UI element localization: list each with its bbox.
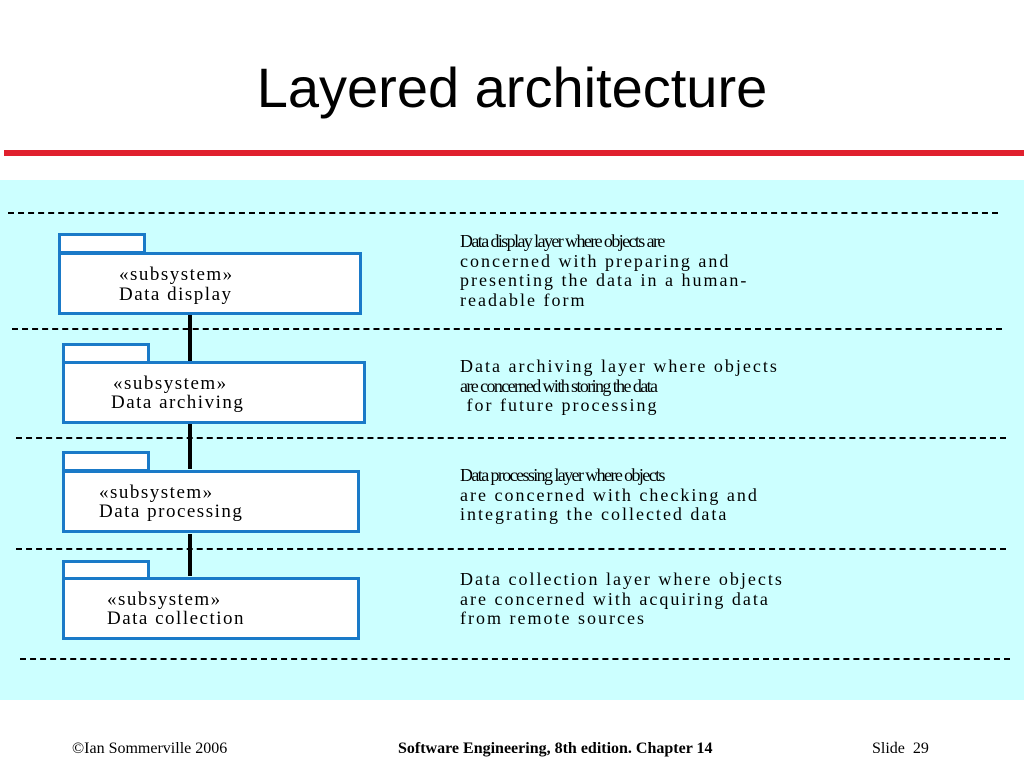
description-line: from remote sources xyxy=(460,608,646,628)
description-line: for future processing xyxy=(460,395,659,415)
subsystem-stereotype: «subsystem» xyxy=(113,373,228,394)
description-line: Data display layer where objects are xyxy=(460,231,665,251)
footer-book-title: Software Engineering, 8th edition. Chapt… xyxy=(398,740,713,757)
layer-separator xyxy=(16,548,1006,550)
layer-description-data-display: Data display layer where objects are con… xyxy=(460,231,980,310)
subsystem-data-display: «subsystem» Data display xyxy=(58,252,362,315)
subsystem-name: Data display xyxy=(119,284,233,305)
subsystem-name: Data archiving xyxy=(111,392,245,413)
subsystem-data-archiving: «subsystem» Data archiving xyxy=(62,361,366,424)
subsystem-name: Data processing xyxy=(99,501,244,522)
subsystem-stereotype: «subsystem» xyxy=(107,589,222,610)
footer-copyright: ©Ian Sommerville 2006 xyxy=(72,740,228,757)
layer-description-data-collection: Data collection layer where objects are … xyxy=(460,569,980,629)
description-line: Data processing layer where objects xyxy=(460,465,666,485)
layer-separator xyxy=(20,658,1010,660)
layer-separator xyxy=(12,328,1002,330)
layer-description-data-processing: Data processing layer where objects are … xyxy=(460,465,980,525)
subsystem-stereotype: «subsystem» xyxy=(119,264,234,285)
description-line: integrating the collected data xyxy=(460,504,729,524)
layer-separator xyxy=(8,212,998,214)
dependency-connector xyxy=(188,424,192,469)
description-line: presenting the data in a human- xyxy=(460,270,749,290)
subsystem-tab xyxy=(62,451,150,472)
description-line: Data collection layer where objects xyxy=(460,569,784,589)
description-line: concerned with preparing and xyxy=(460,250,731,271)
description-line: Data archiving layer where objects xyxy=(460,356,779,376)
description-line: are concerned with storing the data xyxy=(460,375,658,396)
subsystem-data-collection: «subsystem» Data collection xyxy=(62,577,360,640)
dependency-connector xyxy=(188,314,192,362)
slide-title: Layered architecture xyxy=(256,56,768,119)
footer-slide-number: Slide 29 xyxy=(872,740,929,757)
subsystem-stereotype: «subsystem» xyxy=(99,482,214,503)
subsystem-name: Data collection xyxy=(107,608,246,629)
layer-description-data-archiving: Data archiving layer where objects are c… xyxy=(460,356,980,416)
layer-separator xyxy=(16,437,1006,439)
subsystem-data-processing: «subsystem» Data processing xyxy=(62,470,360,533)
description-line: are concerned with checking and xyxy=(460,484,759,505)
description-line: readable form xyxy=(460,289,587,310)
dependency-connector xyxy=(188,534,192,576)
subsystem-tab xyxy=(58,233,146,254)
architecture-diagram: «subsystem» Data display Data display la… xyxy=(0,180,1024,700)
title-underline xyxy=(4,150,1024,156)
description-line: are concerned with acquiring data xyxy=(460,588,770,609)
